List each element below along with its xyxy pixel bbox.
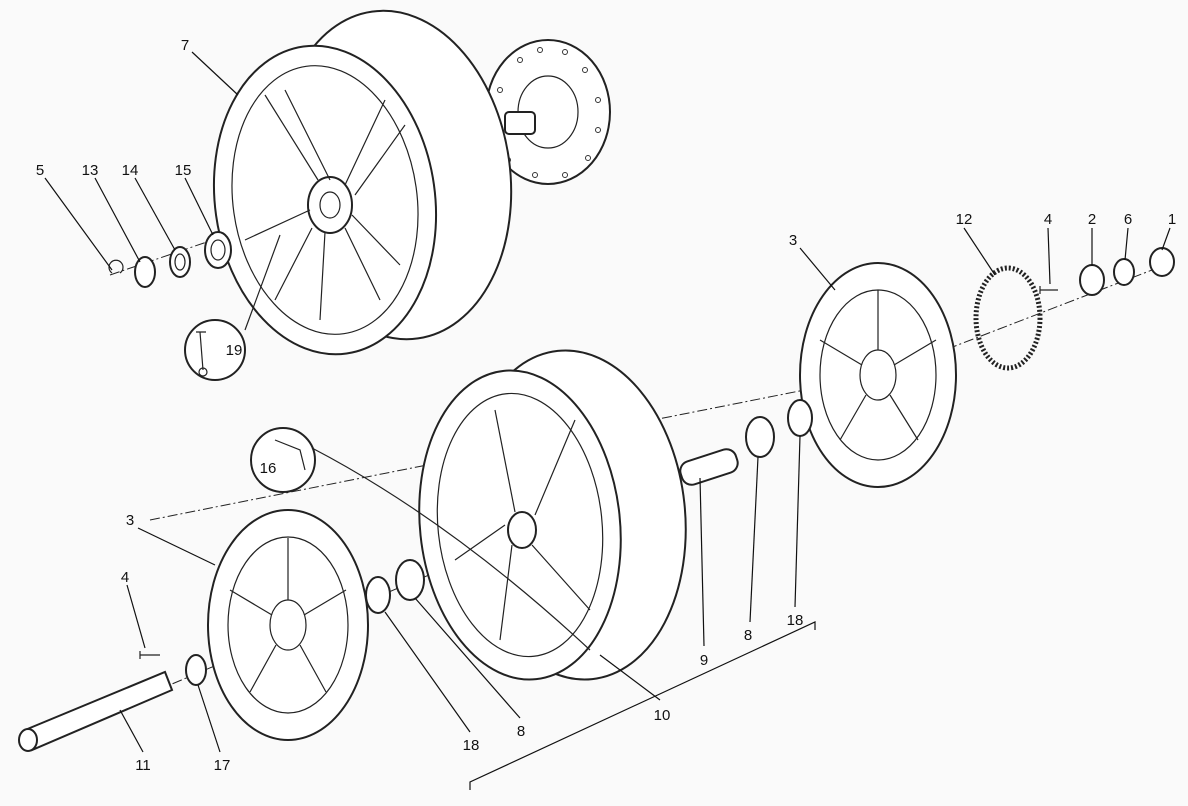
- callout-5: 5: [36, 162, 44, 179]
- callout-2: 2: [1088, 211, 1096, 228]
- callout-14: 14: [122, 162, 139, 179]
- spacer-17: [185, 654, 207, 686]
- leader-lines: [44, 51, 1171, 753]
- callout-3-left: 3: [126, 512, 134, 529]
- front-right-brake-disc: [799, 262, 957, 488]
- valve-detail-16: [250, 427, 591, 651]
- callout-10: 10: [654, 707, 671, 724]
- callout-12: 12: [956, 211, 973, 228]
- callout-16: 16: [260, 460, 277, 477]
- bolt-4: [1039, 286, 1058, 294]
- callout-18-left: 18: [463, 737, 480, 754]
- callout-4-left: 4: [121, 569, 129, 586]
- right-hub-parts: [1039, 247, 1175, 296]
- spacer-2: [1079, 264, 1105, 296]
- callout-18-right: 18: [787, 612, 804, 629]
- callout-11: 11: [135, 757, 151, 774]
- front-wheel: [418, 349, 687, 681]
- spacer-14: [169, 246, 191, 278]
- assembly-bracket-10: [469, 621, 816, 790]
- callout-4-right: 4: [1044, 211, 1052, 228]
- callout-13: 13: [82, 162, 99, 179]
- valve-detail-19: [184, 234, 281, 381]
- washer-6: [1113, 258, 1135, 286]
- callout-8-right: 8: [744, 627, 752, 644]
- seal-15: [204, 231, 232, 269]
- callout-3-right: 3: [789, 232, 797, 249]
- seal-18-right: [787, 399, 813, 437]
- rear-hub-parts: [108, 231, 232, 288]
- spacer-9: [679, 448, 739, 486]
- callout-19: 19: [226, 342, 243, 359]
- bearing-8-right: [745, 416, 775, 458]
- tone-wheel-12: [973, 265, 1043, 371]
- callout-1: 1: [1168, 211, 1176, 228]
- wheel-spindle-11: [18, 670, 174, 752]
- callout-15: 15: [175, 162, 192, 179]
- callout-7: 7: [181, 37, 189, 54]
- circlip: [108, 259, 124, 274]
- front-left-brake-disc: [207, 509, 369, 741]
- seal-18-left: [365, 576, 391, 614]
- bolt-4-front: [139, 651, 160, 659]
- ring-nut: [134, 256, 156, 288]
- callout-9: 9: [700, 652, 708, 669]
- callout-labels: 7 5 13 14 15 19 3 12 4 2 6 1 16 3 4 11 1…: [36, 37, 1176, 774]
- rear-wheel: [212, 9, 513, 356]
- front-upper-centerline: [149, 374, 881, 521]
- callout-17: 17: [214, 757, 231, 774]
- nut-1: [1149, 247, 1175, 277]
- bearing-8-left: [395, 559, 425, 601]
- callout-6: 6: [1124, 211, 1132, 228]
- front-hub-parts: [365, 399, 813, 614]
- callout-8-left: 8: [517, 723, 525, 740]
